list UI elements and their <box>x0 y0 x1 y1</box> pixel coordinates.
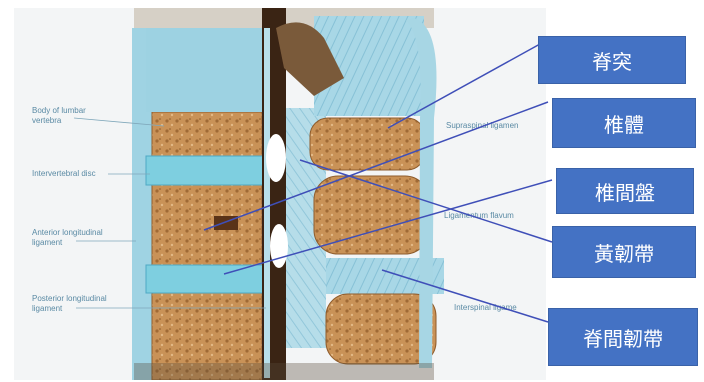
callout-vertebral-body: 椎體 <box>552 98 696 148</box>
label-intervertebral-disc: Intervertebral disc <box>32 170 96 178</box>
intervertebral-disc-upper <box>146 156 268 185</box>
posterior-ligament-strip <box>264 28 270 378</box>
label-ligamentum-flavum: Ligamentum flavum <box>444 212 514 220</box>
spinous-process-middle <box>314 176 429 254</box>
bottom-shadow <box>134 363 434 380</box>
callout-ligamentum-flavum: 黃韌帶 <box>552 226 696 278</box>
label-body-of-lumbar-vertebra: Body of lumbar vertebra <box>32 106 86 126</box>
callout-ligamentum-flavum-text: 黃韌帶 <box>594 238 654 267</box>
foramen-lower <box>270 224 288 268</box>
upper-vertebra-region <box>146 28 266 112</box>
callout-interspinous-ligament: 脊間韌帶 <box>548 308 698 366</box>
vertebral-body-middle <box>152 185 262 265</box>
callout-spinous-process-text: 脊突 <box>592 46 632 75</box>
vertebral-body-upper <box>152 112 262 156</box>
callout-interspinous-ligament-text: 脊間韌帶 <box>583 323 663 352</box>
spine-sagittal-section <box>14 8 546 380</box>
anatomy-illustration: Body of lumbar vertebra Intervertebral d… <box>14 8 546 380</box>
callout-intervertebral-disc-text: 椎間盤 <box>595 177 655 206</box>
label-supraspinal-ligament: Supraspinal ligamen <box>446 122 519 130</box>
spinous-process-upper <box>310 118 425 170</box>
intervertebral-disc-lower <box>146 265 268 293</box>
callout-intervertebral-disc: 椎間盤 <box>556 168 694 214</box>
vertebral-body-defect <box>214 216 238 230</box>
label-interspinal-ligament: Interspinal ligame <box>454 304 517 312</box>
callout-vertebral-body-text: 椎體 <box>604 109 644 138</box>
foramen-upper <box>266 134 286 182</box>
callout-spinous-process: 脊突 <box>538 36 686 84</box>
label-anterior-longitudinal-ligament: Anterior longitudinal ligament <box>32 228 103 248</box>
label-posterior-longitudinal-ligament: Posterior longitudinal ligament <box>32 294 107 314</box>
